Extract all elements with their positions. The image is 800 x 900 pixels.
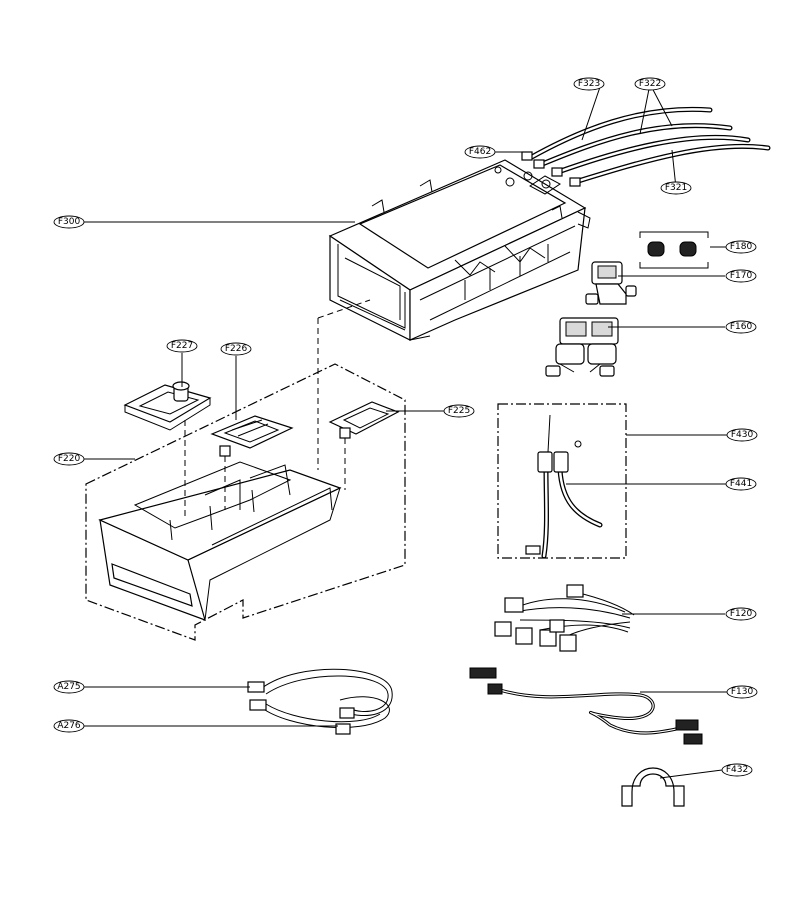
svg-text:F130: F130 (731, 687, 754, 697)
dispenser-housing-f300 (328, 159, 591, 341)
label-f441: F441 (725, 477, 757, 491)
label-f120: F120 (725, 607, 757, 621)
siphon-f225 (328, 401, 400, 439)
svg-text:A275: A275 (57, 682, 80, 692)
svg-text:A276: A276 (57, 721, 81, 731)
label-f430: F430 (726, 428, 758, 442)
svg-text:F120: F120 (730, 609, 753, 619)
label-f160: F160 (725, 320, 757, 334)
label-f226: F226 (220, 342, 252, 356)
water-valve-f170 (585, 261, 637, 305)
svg-text:F462: F462 (469, 147, 491, 157)
dispenser-drawer-f220 (85, 363, 406, 641)
label-f227: F227 (166, 339, 198, 353)
svg-text:F323: F323 (578, 79, 600, 89)
label-f300: F300 (53, 215, 85, 229)
svg-text:F225: F225 (448, 406, 470, 416)
label-f322: F322 (634, 77, 666, 91)
label-a276: A276 (53, 719, 85, 733)
svg-text:F430: F430 (731, 430, 754, 440)
label-f225: F225 (443, 404, 475, 418)
svg-text:F300: F300 (58, 217, 81, 227)
label-f432: F432 (721, 763, 753, 777)
label-f170: F170 (725, 269, 757, 283)
svg-text:F432: F432 (726, 765, 748, 775)
water-valve-f160 (545, 317, 619, 377)
inlet-hoses-f321-f322-f323 (521, 106, 771, 187)
svg-text:F170: F170 (730, 271, 753, 281)
signal-cable-f130 (469, 667, 703, 745)
svg-text:F226: F226 (225, 344, 248, 354)
label-f323: F323 (573, 77, 605, 91)
label-f462: F462 (464, 145, 496, 159)
siphon-f226 (210, 415, 294, 457)
label-f180: F180 (725, 240, 757, 254)
drain-hoses-a275-a276 (247, 668, 393, 735)
label-a275: A275 (53, 680, 85, 694)
svg-text:F227: F227 (171, 341, 193, 351)
label-f321: F321 (660, 181, 692, 195)
assembly-guide-lines (184, 299, 371, 520)
svg-text:F220: F220 (58, 454, 81, 464)
label-f220: F220 (53, 452, 85, 466)
svg-text:F441: F441 (730, 479, 752, 489)
leader-lines (84, 83, 730, 779)
wire-harness-f120 (494, 584, 635, 652)
svg-text:F180: F180 (730, 242, 753, 252)
hose-clamp-f432 (621, 767, 685, 807)
label-f130: F130 (726, 685, 758, 699)
vent-hose-group-f430 (497, 403, 627, 559)
svg-text:F160: F160 (730, 322, 753, 332)
siphon-cap-f227 (123, 381, 212, 431)
svg-text:F321: F321 (665, 183, 687, 193)
valve-caps-f180 (639, 231, 709, 269)
svg-text:F322: F322 (639, 79, 661, 89)
